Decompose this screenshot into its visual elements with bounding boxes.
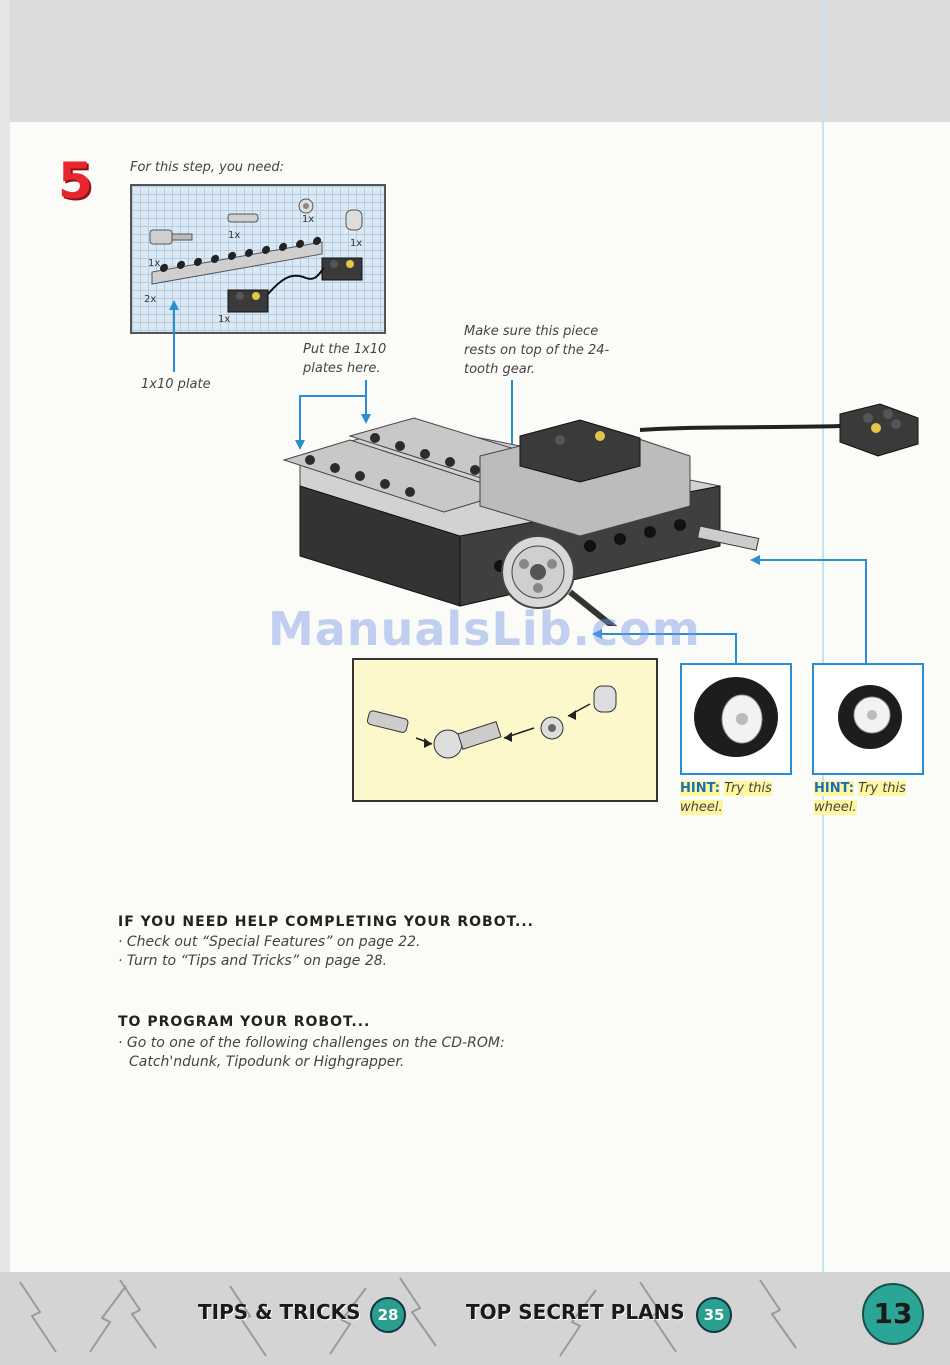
qty-label: 1x	[302, 214, 315, 225]
robot-assembly-illustration	[282, 403, 919, 626]
step-intro: For this step, you need:	[130, 160, 285, 175]
bushing-icon-2	[593, 685, 617, 713]
wheel-large-icon	[694, 677, 778, 757]
wheel-image-large	[680, 663, 792, 775]
axle-assembly-illustration	[366, 685, 617, 759]
axle-pin-icon	[227, 213, 259, 223]
qty-label: 2x	[144, 294, 157, 305]
plans-page-badge[interactable]: 35	[696, 1297, 732, 1333]
qty-label: 1x	[350, 238, 363, 249]
tips-page-badge[interactable]: 28	[370, 1297, 406, 1333]
footer-band	[0, 1272, 950, 1365]
bushing-icon	[540, 716, 564, 740]
bushing-icon-2	[345, 209, 363, 231]
plate-1x10-icon	[151, 236, 323, 285]
connector-icon	[149, 229, 193, 245]
program-item: Catch'ndunk, Tipodunk or Highgrapper.	[129, 1054, 405, 1070]
motor-brick-icon	[321, 257, 363, 281]
hint-label: HINT:	[680, 781, 720, 796]
hint-2: HINT: Try this wheel.	[814, 779, 924, 817]
pin-icon	[366, 710, 409, 733]
left-edge	[0, 0, 10, 1365]
step-number: 5	[58, 152, 93, 210]
bushing-icon	[298, 198, 314, 214]
detail-inset	[352, 658, 658, 802]
program-item: · Go to one of the following challenges …	[118, 1035, 505, 1051]
wire-icon	[267, 267, 325, 295]
secret-plans-link[interactable]: TOP SECRET PLANS	[466, 1300, 685, 1324]
tips-tricks-link[interactable]: TIPS & TRICKS	[198, 1300, 361, 1324]
plate-label: 1x10 plate	[141, 377, 211, 392]
hint-1: HINT: Try this wheel.	[680, 779, 790, 817]
help-item: · Turn to “Tips and Tricks” on page 28.	[118, 953, 388, 969]
watermark: ManualsLib.com	[268, 602, 701, 656]
sensor-brick-icon	[227, 289, 269, 313]
connector-icon	[433, 721, 502, 759]
hint-label: HINT:	[814, 781, 854, 796]
program-section-title: TO PROGRAM YOUR ROBOT...	[118, 1014, 371, 1030]
wheel-small-icon	[838, 685, 902, 749]
qty-label: 1x	[148, 258, 161, 269]
top-band	[0, 0, 950, 122]
help-section-title: IF YOU NEED HELP COMPLETING YOUR ROBOT..…	[118, 914, 534, 930]
qty-label: 1x	[218, 314, 231, 325]
page-number-badge: 13	[862, 1283, 924, 1345]
qty-label: 1x	[228, 230, 241, 241]
lightning-pattern	[19, 1277, 797, 1357]
axle-icon	[696, 525, 760, 551]
wheel-image-small	[812, 663, 924, 775]
sensor-brick-icon	[839, 403, 919, 457]
parts-illustration	[149, 198, 363, 313]
help-item: · Check out “Special Features” on page 2…	[118, 934, 421, 950]
cable-icon	[639, 424, 841, 432]
parts-box: 1x 1x 1x 1x 1x 2x	[130, 184, 386, 334]
gear-24-tooth-icon	[501, 535, 575, 609]
callout-plates: Put the 1x10 plates here.	[303, 342, 387, 376]
callout-gear: Make sure this piece rests on top of the…	[464, 324, 610, 377]
